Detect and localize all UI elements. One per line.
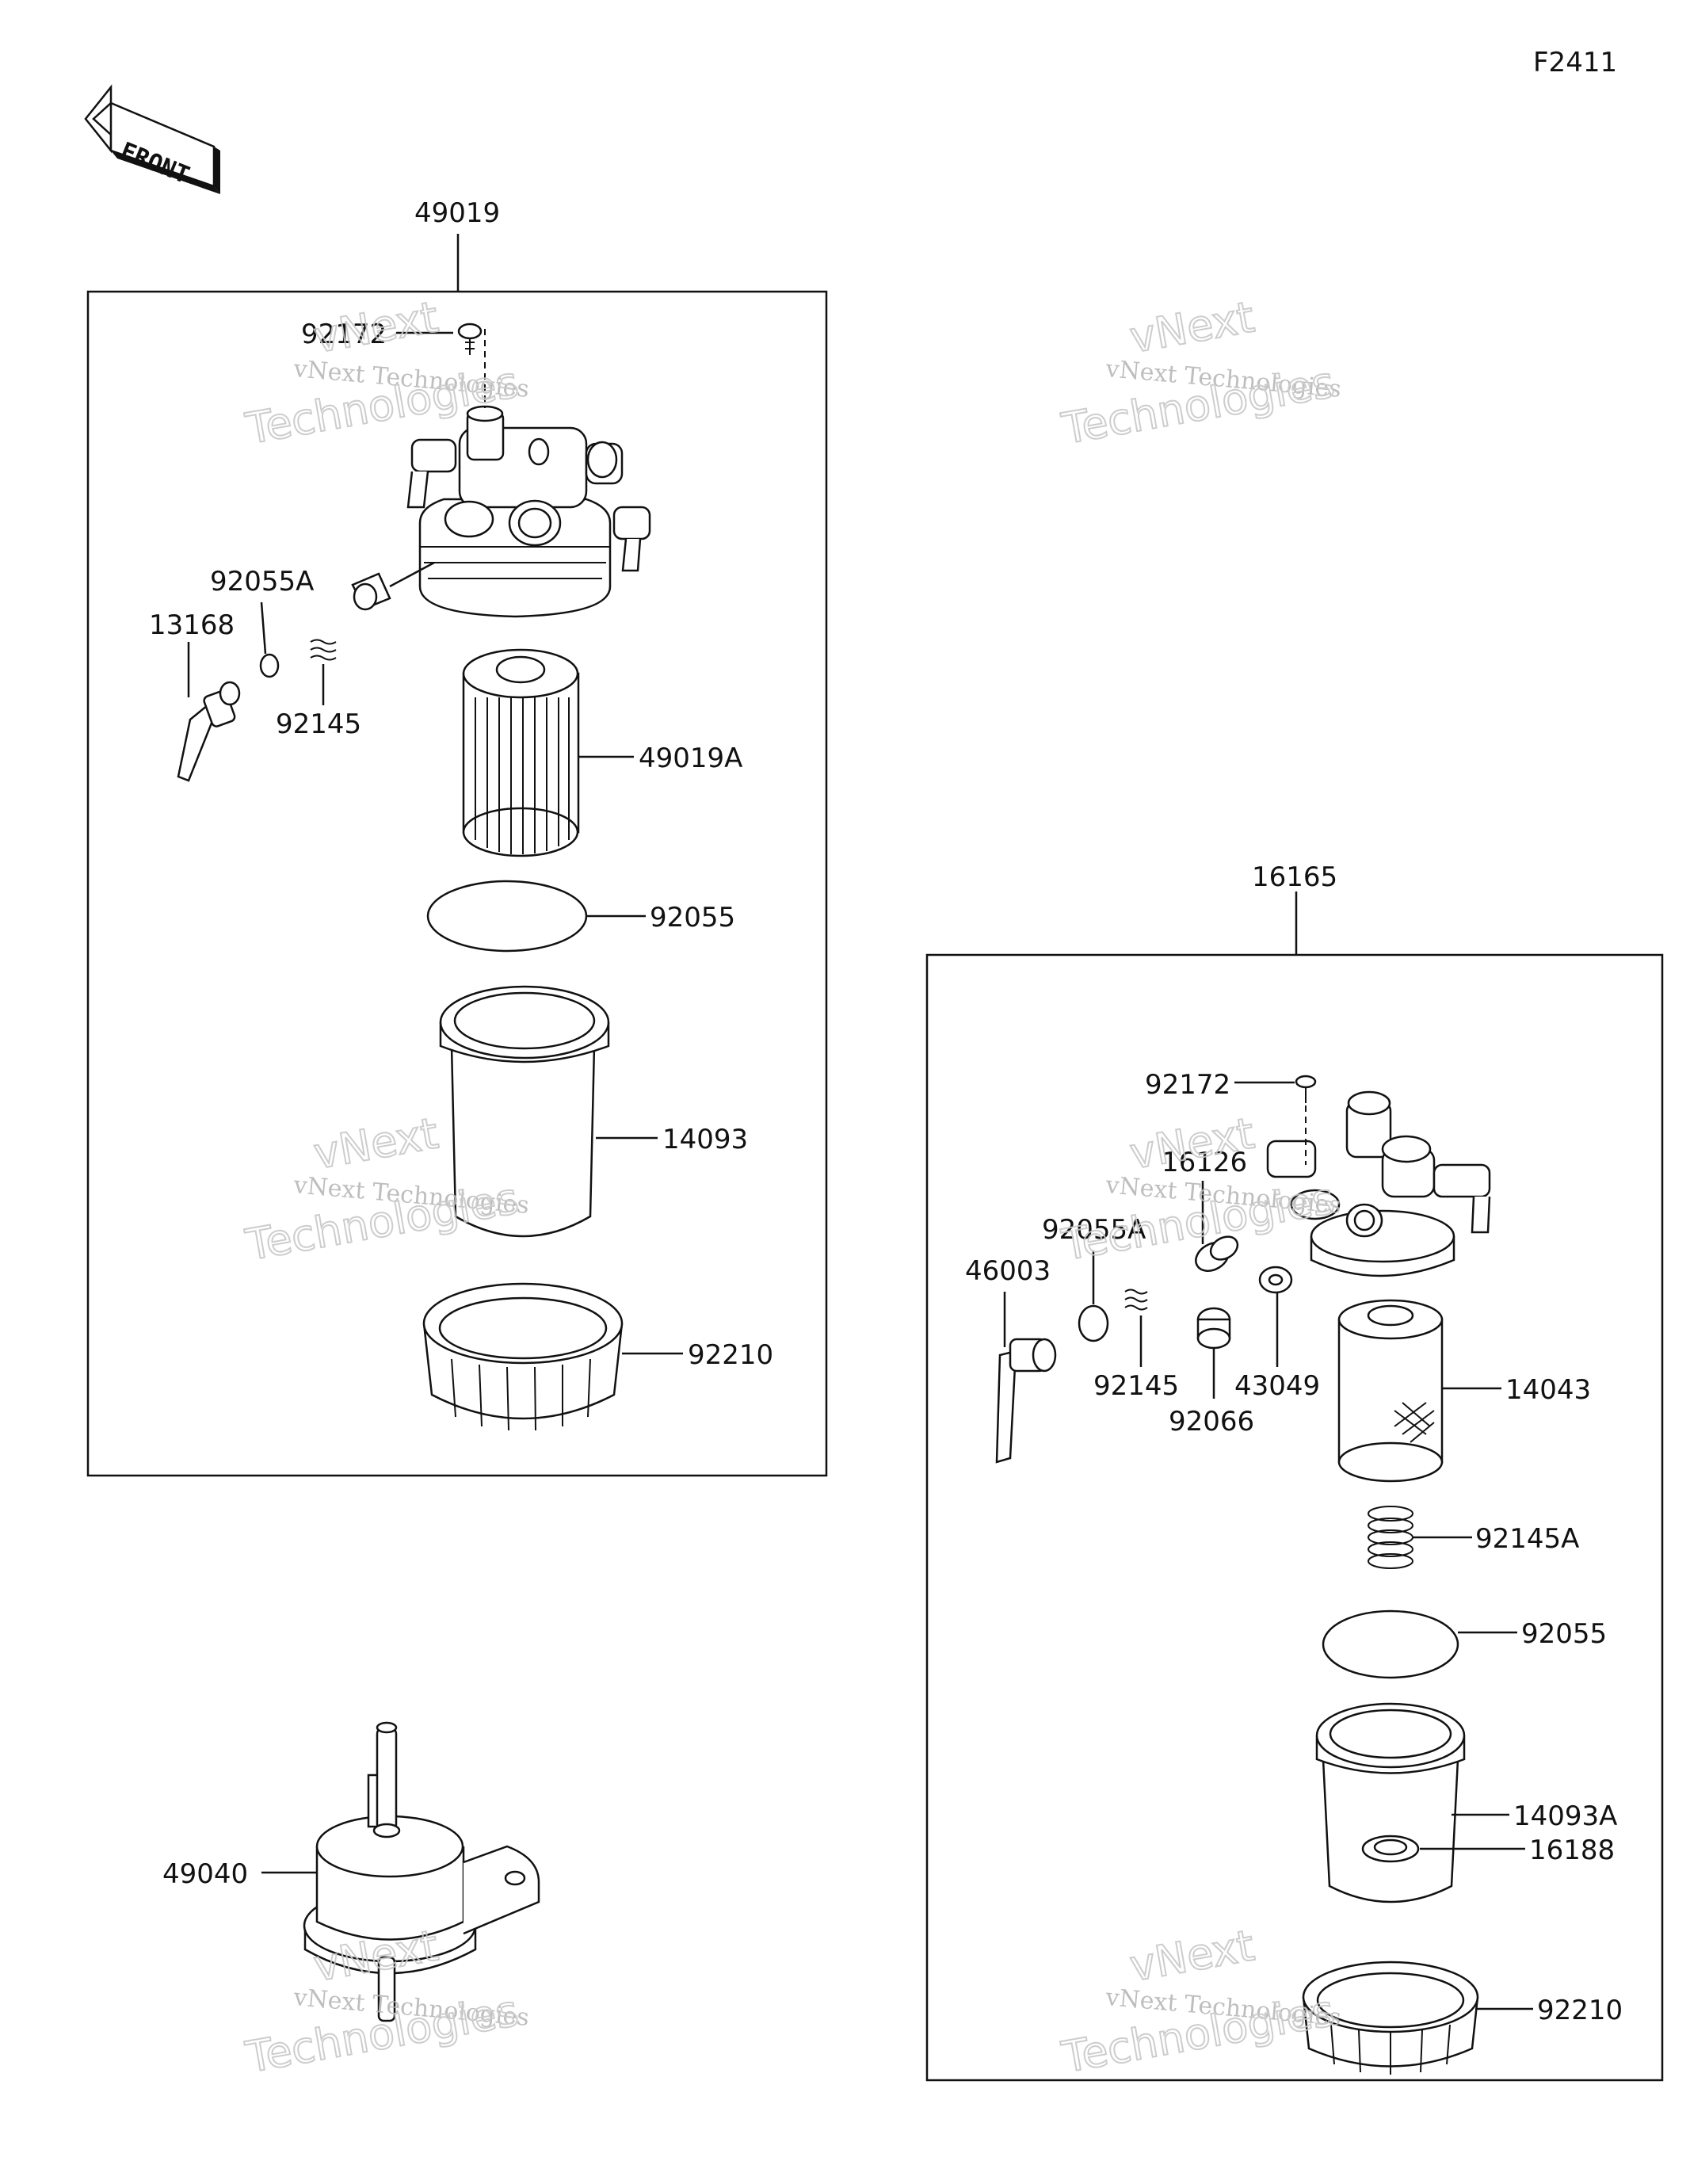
svg-text:vNext: vNext bbox=[1126, 1920, 1257, 1991]
filter-element-drawing bbox=[462, 648, 580, 857]
o-ring-drawing-right bbox=[1078, 1304, 1109, 1342]
part-label-92145-left: 92145 bbox=[276, 708, 361, 740]
part-label-16188: 16188 bbox=[1529, 1835, 1615, 1866]
part-label-43049: 43049 bbox=[1234, 1370, 1320, 1402]
assembly-16165-frame bbox=[925, 953, 1664, 2082]
strainer-drawing bbox=[1337, 1299, 1444, 1483]
part-label-92172-right: 92172 bbox=[1145, 1069, 1230, 1101]
bowl-drawing bbox=[439, 985, 610, 1238]
screw-drawing-right bbox=[1295, 1075, 1317, 1103]
part-label-46003: 46003 bbox=[965, 1255, 1051, 1287]
svg-text:vNext: vNext bbox=[310, 1108, 441, 1178]
svg-text:vNext: vNext bbox=[1126, 292, 1257, 362]
part-label-92172-left: 92172 bbox=[301, 319, 387, 350]
spring-drawing bbox=[310, 639, 337, 661]
large-o-ring-drawing-right bbox=[1322, 1609, 1459, 1679]
ring-nut-drawing-right bbox=[1302, 1961, 1479, 2075]
part-label-14043: 14043 bbox=[1505, 1374, 1591, 1406]
part-label-92210-right: 92210 bbox=[1537, 1995, 1623, 2026]
bowl-drawing-right bbox=[1315, 1702, 1466, 1903]
part-label-92066: 92066 bbox=[1169, 1406, 1254, 1438]
watermark: vNext Technologies Technologies vNext bbox=[1057, 1919, 1342, 2083]
bushing-drawing bbox=[1195, 1235, 1239, 1272]
bolt-drawing bbox=[1196, 1307, 1231, 1350]
svg-text:vNext: vNext bbox=[310, 292, 441, 362]
part-label-92055A-left: 92055A bbox=[210, 566, 314, 598]
front-arrow-icon: FRONT bbox=[84, 84, 220, 194]
part-label-92210-left: 92210 bbox=[688, 1339, 773, 1371]
part-label-13168: 13168 bbox=[149, 609, 235, 641]
part-label-49040: 49040 bbox=[162, 1858, 248, 1890]
part-label-92055A-right: 92055A bbox=[1042, 1214, 1146, 1246]
assembly-16165: 16165 92172 161 bbox=[925, 861, 1664, 2082]
screw-drawing bbox=[457, 323, 483, 355]
part-label-92145-right: 92145 bbox=[1093, 1370, 1179, 1402]
fuel-filter-49040 bbox=[303, 1721, 540, 2022]
assembly-49019: 49019 bbox=[86, 197, 828, 1477]
part-label-14093A: 14093A bbox=[1513, 1800, 1617, 1832]
filter-head-drawing-right bbox=[1266, 1090, 1491, 1277]
part-label-14093: 14093 bbox=[662, 1124, 748, 1155]
part-label-49019: 49019 bbox=[414, 197, 500, 229]
o-ring-drawing bbox=[259, 653, 280, 678]
spring-drawing-right bbox=[1124, 1289, 1148, 1311]
watermark: vNext Technologies Technologies vNext bbox=[1057, 1107, 1342, 1271]
part-label-49019A: 49019A bbox=[639, 743, 742, 774]
lever-drawing-right bbox=[995, 1338, 1057, 1464]
large-o-ring-drawing bbox=[426, 880, 588, 953]
diagram-code: F2411 bbox=[1533, 47, 1617, 78]
part-label-92055-left: 92055 bbox=[650, 902, 735, 934]
plug-drawing bbox=[351, 561, 435, 611]
watermark: vNext Technologies Technologies vNext bbox=[1057, 291, 1342, 455]
large-spring-drawing bbox=[1368, 1506, 1413, 1569]
ring-nut-drawing bbox=[422, 1282, 624, 1431]
part-label-92055-right: 92055 bbox=[1521, 1618, 1607, 1650]
part-label-16165: 16165 bbox=[1252, 861, 1337, 893]
watermark: vNext Technologies Technologies vNext bbox=[241, 1919, 530, 2083]
filter-head-drawing bbox=[406, 329, 651, 618]
part-label-16126: 16126 bbox=[1162, 1147, 1247, 1178]
part-label-92145A: 92145A bbox=[1475, 1523, 1579, 1555]
lever-drawing bbox=[177, 681, 241, 782]
